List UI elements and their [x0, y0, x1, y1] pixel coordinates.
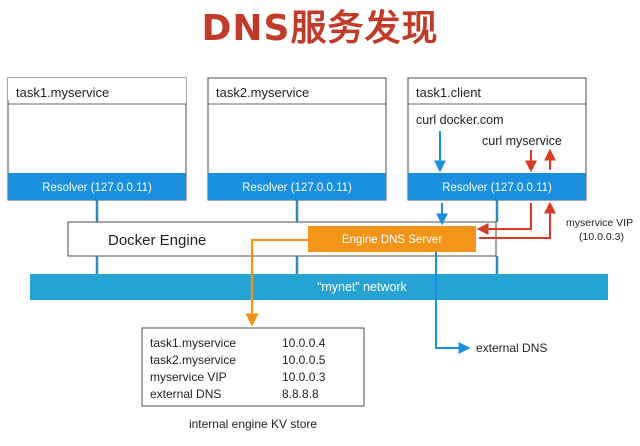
container-task1-client: task1.client curl docker.com curl myserv…	[407, 77, 587, 201]
kv-value: 10.0.0.5	[282, 353, 326, 367]
kv-value: 8.8.8.8	[282, 387, 319, 401]
network-connectors	[95, 256, 499, 274]
vip-address: (10.0.0.3)	[579, 231, 624, 243]
kv-value: 10.0.0.3	[282, 370, 326, 384]
kv-store-caption: internal engine KV store	[189, 417, 317, 431]
kv-key: external DNS	[150, 387, 221, 401]
page-title: DNS服务发现	[201, 8, 439, 49]
kv-key: myservice VIP	[150, 370, 227, 384]
engine-dns-server: Engine DNS Server	[308, 226, 476, 252]
container-name: task1.client	[416, 85, 481, 100]
mynet-network: “mynet” network	[30, 274, 608, 300]
container-name: task2.myservice	[216, 85, 309, 100]
vip-arrows	[476, 201, 556, 239]
resolver-connectors	[95, 200, 499, 222]
kv-store: task1.myservice 10.0.0.4 task2.myservice…	[141, 327, 365, 407]
external-dns-label: external DNS	[476, 341, 547, 355]
container-name: task1.myservice	[16, 85, 109, 100]
client-request-arrows	[434, 131, 556, 173]
resolver-bar	[408, 173, 586, 200]
kv-value: 10.0.0.4	[282, 336, 326, 350]
engine-dns-server-label: Engine DNS Server	[342, 234, 443, 246]
resolver-label: Resolver (127.0.0.11)	[442, 182, 552, 194]
curl-myservice-command: curl myservice	[482, 134, 562, 148]
kv-key: task2.myservice	[150, 353, 236, 367]
docker-engine-label: Docker Engine	[108, 232, 206, 249]
kv-lookup-arrow	[245, 238, 308, 327]
resolver-bar	[8, 173, 186, 200]
resolver-label: Resolver (127.0.0.11)	[242, 182, 352, 194]
curl-docker-command: curl docker.com	[416, 113, 504, 127]
network-label: “mynet” network	[317, 280, 407, 294]
kv-key: task1.myservice	[150, 336, 236, 350]
vip-label: myservice VIP	[566, 217, 633, 229]
resolver-bar	[208, 173, 386, 200]
external-dns-arrow	[435, 252, 471, 354]
resolver-label: Resolver (127.0.0.11)	[42, 182, 152, 194]
container-task2-myservice: task2.myservice Resolver (127.0.0.11)	[207, 77, 387, 201]
container-task1-myservice: task1.myservice Resolver (127.0.0.11)	[7, 77, 187, 201]
